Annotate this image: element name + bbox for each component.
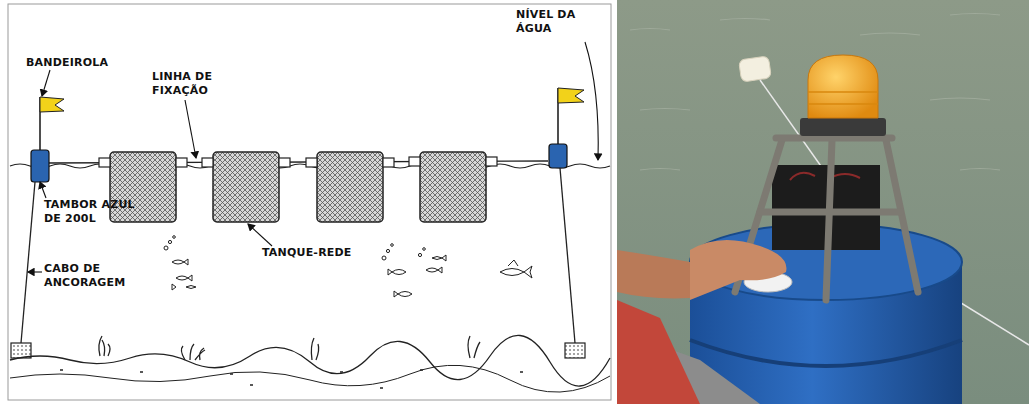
hand (690, 240, 786, 300)
leader-line (248, 224, 272, 246)
white-float (739, 56, 772, 82)
float-block (202, 158, 213, 167)
bubble (164, 246, 168, 250)
fish (432, 255, 446, 261)
sketch-panel (8, 4, 611, 400)
sleeve (617, 300, 700, 404)
fish (172, 259, 188, 265)
bubble (168, 240, 171, 243)
callout-label: TANQUE-REDE (262, 246, 372, 260)
float-block (176, 158, 187, 167)
battery-wire (790, 173, 860, 180)
net-cage (317, 152, 383, 222)
flag (40, 97, 64, 112)
blue-drum (31, 150, 49, 182)
seabed-line (10, 335, 610, 386)
leader-line (28, 271, 42, 272)
sediment-dot (60, 370, 523, 388)
frame-strap (760, 209, 900, 216)
float-block (99, 158, 110, 167)
bubble (173, 236, 176, 239)
callout-label: TAMBOR AZUL DE 200L (44, 198, 140, 226)
anchoring (11, 168, 585, 358)
fish (394, 291, 412, 297)
leader-line (185, 100, 196, 158)
blue-drum (549, 144, 567, 168)
frame-strap (826, 140, 832, 300)
anchor-block (565, 343, 585, 358)
float-block (383, 158, 394, 167)
water-ripples (630, 14, 1000, 171)
fish (426, 267, 442, 273)
arm (617, 250, 690, 298)
ripple (630, 14, 1000, 171)
water-plant (311, 338, 318, 360)
fish-and-bubbles (164, 236, 532, 297)
bubble (382, 256, 386, 260)
panel-border (8, 4, 611, 400)
water-plant (468, 336, 480, 358)
buoy-photo (617, 0, 1029, 404)
anchor-cable (21, 182, 35, 343)
leader-lines (28, 42, 598, 272)
net-cage (213, 152, 279, 222)
fish (500, 260, 532, 278)
bubble (391, 244, 394, 247)
lake-water (617, 0, 1029, 404)
net-cage (110, 152, 176, 222)
seabed (10, 335, 610, 392)
float-block (306, 158, 317, 167)
flag (558, 88, 584, 103)
leader-line (40, 182, 46, 198)
callout-label: BANDEIROLA (26, 56, 126, 70)
net-cage (420, 152, 486, 222)
anchor-cable (560, 168, 575, 343)
frame-strap (886, 140, 918, 292)
water-plant (99, 336, 110, 356)
callout-label: CABO DE ANCORAGEM (44, 262, 134, 290)
callout-label: LINHA DE FIXAÇÃO (152, 70, 230, 98)
fish (172, 284, 196, 290)
callout-label: NÍVEL DA ÁGUA (516, 8, 588, 36)
lamp-base (800, 118, 886, 136)
bubble (386, 249, 389, 252)
float-block (409, 157, 420, 166)
warning-light (808, 55, 878, 118)
leader-line (585, 42, 598, 160)
barrel-rib (690, 340, 962, 366)
fish (176, 275, 192, 281)
net-cages (110, 152, 486, 222)
fish (388, 269, 406, 275)
seabed-line (10, 365, 610, 392)
water-plant (181, 344, 205, 360)
float-block (486, 157, 497, 166)
cage-floats (99, 157, 497, 167)
lamp-ridge (808, 92, 878, 104)
anchor-block (11, 343, 31, 358)
bubble (423, 248, 426, 251)
bubble (418, 253, 421, 256)
marker-buoys (31, 88, 584, 182)
float-block (279, 158, 290, 167)
leader-line (42, 70, 50, 96)
